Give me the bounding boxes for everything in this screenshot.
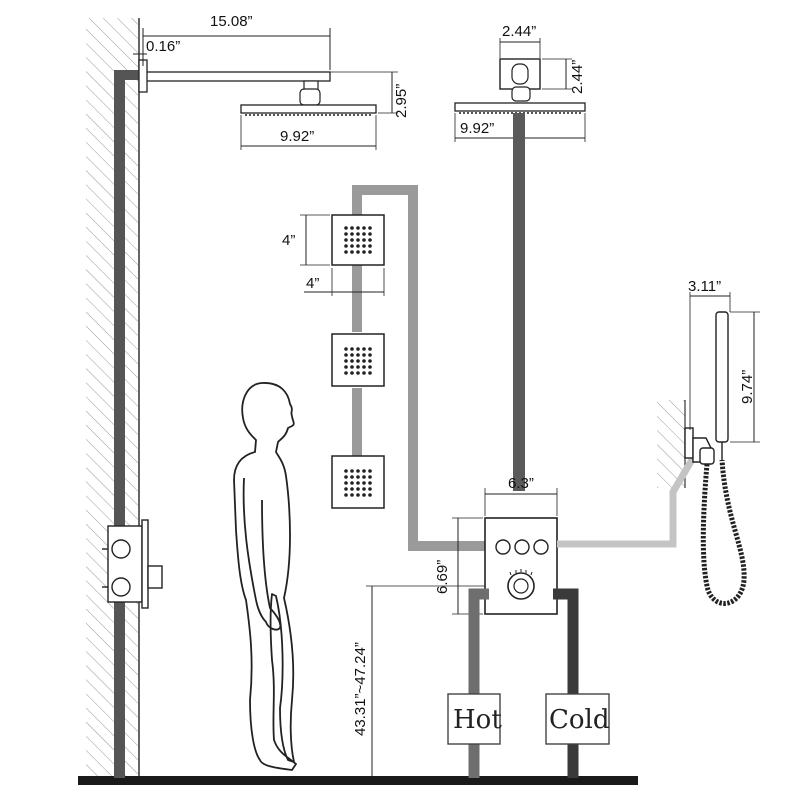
jet-height-dim: 4” bbox=[282, 232, 295, 249]
cold-supply-pipe bbox=[553, 588, 579, 778]
arm-length-dim: 15.08” bbox=[210, 13, 253, 30]
overhead-supply-pipe bbox=[513, 113, 525, 491]
valve-height-dim: 6.69” bbox=[434, 560, 451, 594]
right-head-ball-joint bbox=[511, 86, 531, 102]
handheld-length-dim: 9.74” bbox=[739, 370, 756, 404]
wall-riser-pipe bbox=[114, 70, 125, 778]
human-figure bbox=[233, 382, 297, 771]
left-head-ball-joint bbox=[299, 88, 321, 106]
handheld-shower bbox=[684, 311, 729, 465]
handheld-hose bbox=[700, 459, 747, 606]
diverter-button-1 bbox=[495, 539, 511, 555]
left-rain-shower-head bbox=[240, 104, 377, 114]
body-jet-bottom bbox=[331, 455, 385, 509]
hot-label-box bbox=[447, 693, 501, 745]
left-head-width-dim: 9.92” bbox=[280, 128, 314, 145]
head-drop-dim: 2.95” bbox=[393, 84, 410, 118]
cold-label-box bbox=[545, 693, 610, 745]
jet-width-dim: 4” bbox=[306, 275, 319, 292]
body-jet-top bbox=[331, 214, 385, 266]
valve-mount-height-dim: 43.31”~47.24” bbox=[352, 642, 369, 736]
valve-width-dim: 6.3” bbox=[508, 475, 534, 492]
right-head-width-dim: 9.92” bbox=[460, 120, 494, 137]
hot-label: Hot bbox=[453, 705, 502, 735]
temperature-dial bbox=[507, 572, 535, 600]
right-rain-shower-head bbox=[454, 102, 586, 112]
body-jet-middle bbox=[331, 333, 385, 387]
body-jet-pipe bbox=[352, 185, 490, 551]
wall-top-pipe bbox=[114, 70, 144, 80]
wall-gap-dim: 0.16” bbox=[146, 38, 180, 55]
diverter-button-2 bbox=[514, 539, 530, 555]
handheld-width-dim: 3.11” bbox=[688, 278, 721, 295]
floor bbox=[78, 776, 638, 785]
shower-arm bbox=[139, 71, 331, 82]
diverter-button-3 bbox=[533, 539, 549, 555]
ceiling-mount-connector bbox=[511, 63, 529, 85]
ceiling-base-height-dim: 2.44” bbox=[569, 60, 586, 94]
hot-supply-pipe bbox=[468, 588, 489, 778]
wall-hatching bbox=[86, 18, 138, 778]
cold-label: Cold bbox=[549, 705, 610, 735]
rough-in-valve bbox=[102, 519, 163, 609]
ceiling-base-width-dim: 2.44” bbox=[502, 23, 536, 40]
handheld-supply-pipe bbox=[557, 456, 697, 548]
